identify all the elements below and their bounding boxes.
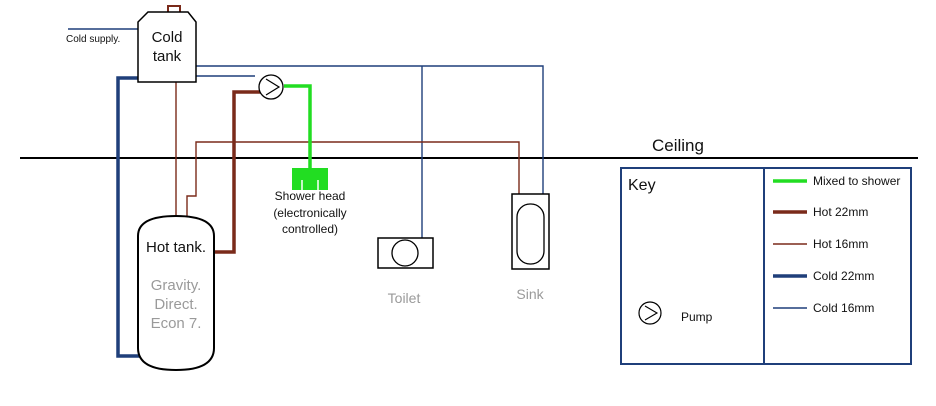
hot-tank-direct: Direct. [154, 296, 197, 313]
vent-pipe [167, 5, 181, 14]
sink-icon [511, 193, 550, 270]
key-box [620, 167, 912, 365]
hot-22mm-pipe [214, 90, 262, 254]
shower-head-label-2: (electronically [273, 206, 346, 220]
cold-22mm-pipe [116, 76, 142, 358]
toilet-icon [377, 237, 434, 269]
shower-head-label-1: Shower head [275, 189, 346, 203]
hot-tank-econ7: Econ 7. [151, 315, 202, 332]
shower-head-label-3: controlled) [282, 222, 338, 236]
key-title: Key [628, 177, 656, 194]
key-pump-icon [638, 301, 662, 325]
key-label-hot-16: Hot 16mm [813, 237, 868, 251]
ceiling-label: Ceiling [652, 136, 704, 155]
cold-16mm-pipe [196, 65, 544, 194]
key-label-cold-16: Cold 16mm [813, 301, 874, 315]
key-label-hot-22: Hot 22mm [813, 205, 868, 219]
mixed-to-shower-pipe [284, 84, 312, 176]
toilet-label: Toilet [388, 290, 421, 306]
hot-tank-gravity: Gravity. [151, 277, 202, 294]
cold-tank-label-2: tank [153, 48, 182, 65]
shower-head-icon [292, 168, 328, 190]
cold-tank [137, 11, 197, 83]
sink-label: Sink [516, 286, 544, 302]
hot-16mm-sink-pipe [186, 141, 520, 216]
key-pump-label: Pump [681, 310, 713, 324]
hot-tank [137, 214, 215, 372]
key-label-cold-22: Cold 22mm [813, 269, 874, 283]
pump-icon [258, 74, 284, 100]
cold-tank-label-1: Cold [152, 29, 183, 46]
cold-supply-label: Cold supply. [66, 34, 120, 45]
hot-tank-label: Hot tank. [146, 239, 206, 256]
key-label-mixed: Mixed to shower [813, 174, 900, 188]
